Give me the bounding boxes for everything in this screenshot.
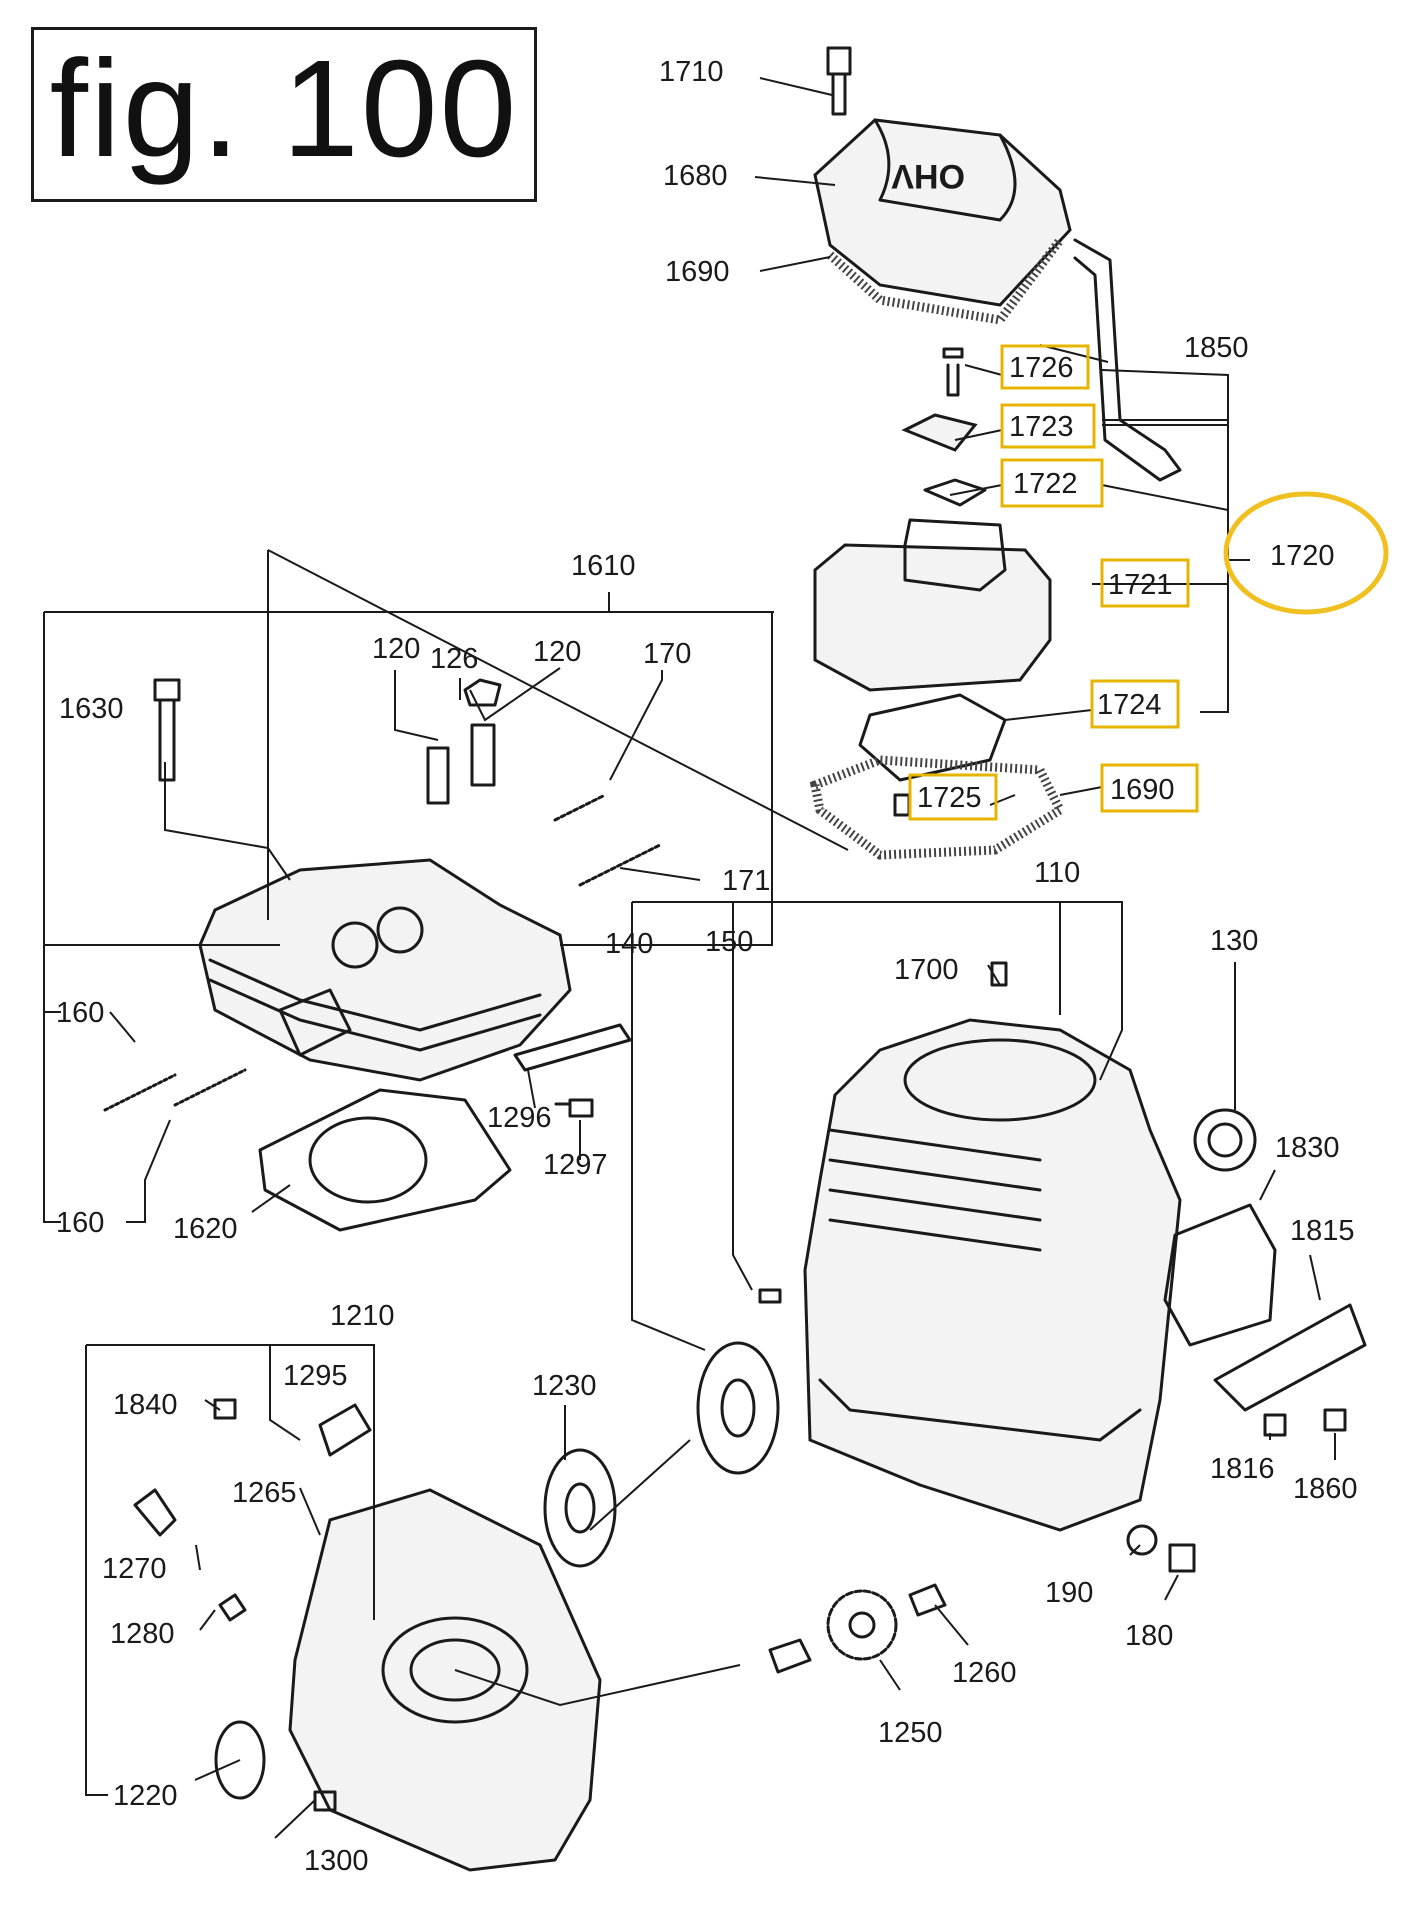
callout-1300: 1300 — [304, 1845, 369, 1877]
callout-140: 140 — [605, 928, 653, 960]
highlight-box-1724 — [1090, 679, 1180, 729]
callout-160-top: 160 — [56, 997, 104, 1029]
callout-1265: 1265 — [232, 1477, 297, 1509]
callout-labels: 1710 1680 1690 1850 1726 1723 1722 1720 … — [56, 56, 1358, 1877]
callout-1710: 1710 — [659, 56, 724, 88]
callout-130: 130 — [1210, 925, 1258, 957]
leader-lines — [43, 77, 1336, 1839]
callout-1690-top: 1690 — [665, 256, 730, 288]
callout-1726: 1726 — [1009, 352, 1074, 384]
callout-1725: 1725 — [917, 782, 982, 814]
highlight-box-1723 — [1000, 403, 1096, 449]
ohv-marking: OHV — [891, 157, 965, 195]
callout-1270: 1270 — [102, 1553, 167, 1585]
figure-title-box: fig. 100 — [31, 27, 537, 202]
callout-1830: 1830 — [1275, 1132, 1340, 1164]
highlight-markers — [908, 344, 1389, 821]
callout-150: 150 — [705, 926, 753, 958]
callout-171: 171 — [722, 865, 770, 897]
callout-1815: 1815 — [1290, 1215, 1355, 1247]
callout-1295: 1295 — [283, 1360, 348, 1392]
callout-160-bottom: 160 — [56, 1207, 104, 1239]
callout-1280: 1280 — [110, 1618, 175, 1650]
callout-1260: 1260 — [952, 1657, 1017, 1689]
callout-1680: 1680 — [663, 160, 728, 192]
highlight-box-1726 — [1000, 344, 1090, 390]
callout-1630: 1630 — [59, 693, 124, 725]
highlight-circle-1720 — [1223, 491, 1389, 615]
callout-170: 170 — [643, 638, 691, 670]
callout-1700: 1700 — [894, 954, 959, 986]
callout-1297: 1297 — [543, 1149, 608, 1181]
callout-1296: 1296 — [487, 1102, 552, 1134]
callout-1220: 1220 — [113, 1780, 178, 1812]
highlight-box-1721 — [1100, 558, 1190, 608]
callout-1724: 1724 — [1097, 689, 1162, 721]
callout-1860: 1860 — [1293, 1473, 1358, 1505]
cylinder-head-assembly — [103, 678, 662, 1232]
callout-180: 180 — [1125, 1620, 1173, 1652]
callout-110: 110 — [1034, 857, 1080, 889]
callout-1230: 1230 — [532, 1370, 597, 1402]
breather-assembly — [809, 347, 1066, 860]
callout-126: 126 — [430, 643, 478, 675]
callout-1620: 1620 — [173, 1213, 238, 1245]
callout-1723: 1723 — [1009, 411, 1074, 443]
crankcase-cover-assembly — [133, 1398, 947, 1872]
callout-1840: 1840 — [113, 1389, 178, 1421]
callout-1850: 1850 — [1184, 332, 1249, 364]
callout-1210: 1210 — [330, 1300, 395, 1332]
callout-120-right: 120 — [533, 636, 581, 668]
highlight-box-1722 — [1000, 458, 1104, 508]
highlight-box-1725 — [908, 773, 998, 821]
callout-120-left: 120 — [372, 633, 420, 665]
callout-1610: 1610 — [571, 550, 636, 582]
callout-190: 190 — [1045, 1577, 1093, 1609]
callout-1721: 1721 — [1108, 569, 1173, 601]
valve-cover-assembly: OHV — [813, 46, 1182, 482]
highlight-box-1690 — [1100, 763, 1199, 813]
callout-1722: 1722 — [1013, 468, 1078, 500]
callout-1816: 1816 — [1210, 1453, 1275, 1485]
figure-title: fig. 100 — [49, 31, 519, 186]
callout-1250: 1250 — [878, 1717, 943, 1749]
callout-1690-boxed: 1690 — [1110, 774, 1175, 806]
callout-1720: 1720 — [1270, 540, 1335, 572]
crankcase-assembly — [696, 961, 1367, 1573]
